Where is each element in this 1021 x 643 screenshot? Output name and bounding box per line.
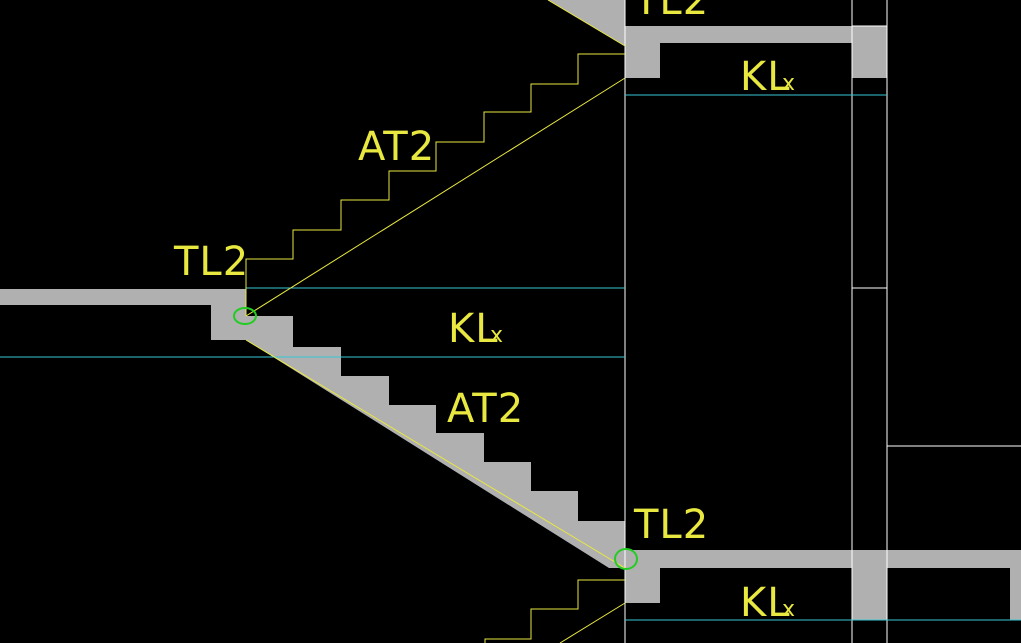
- label-tl2-left: TL2: [173, 239, 249, 285]
- label-klx-mid: KL: [448, 306, 499, 352]
- bottom-floor-slab: [625, 550, 1021, 620]
- top-floor-slab: [625, 26, 887, 78]
- support-marker-bottom[interactable]: [614, 548, 638, 570]
- label-klx-mid-sub: x: [490, 323, 503, 348]
- label-klx-bottom-sub: x: [782, 597, 795, 622]
- label-at2-lower: AT2: [447, 386, 524, 432]
- stair-outlines: [245, 0, 626, 643]
- label-klx-top: KL: [740, 54, 791, 100]
- support-marker-left[interactable]: [233, 307, 257, 325]
- left-landing-slab: [0, 289, 246, 340]
- label-klx-bottom: KL: [740, 580, 791, 626]
- upper-flight-soffit: [245, 77, 626, 317]
- top-fragment-soffit: [547, 0, 626, 47]
- upper-flight-steps: [245, 53, 625, 316]
- beam-axis-lines: [0, 94, 1021, 621]
- label-at2-upper: AT2: [358, 124, 435, 170]
- right-edge-column: [1010, 550, 1021, 620]
- wall-grid-lines: [624, 0, 1021, 643]
- lower-flight-soffit: [245, 339, 626, 569]
- next-flight-steps: [484, 579, 625, 643]
- next-flight-soffit: [559, 602, 626, 643]
- lower-flight-at2: [246, 316, 625, 568]
- label-tl2-bottom: TL2: [633, 502, 709, 548]
- label-klx-top-sub: x: [782, 71, 795, 96]
- label-tl2-top: TL2: [633, 0, 709, 24]
